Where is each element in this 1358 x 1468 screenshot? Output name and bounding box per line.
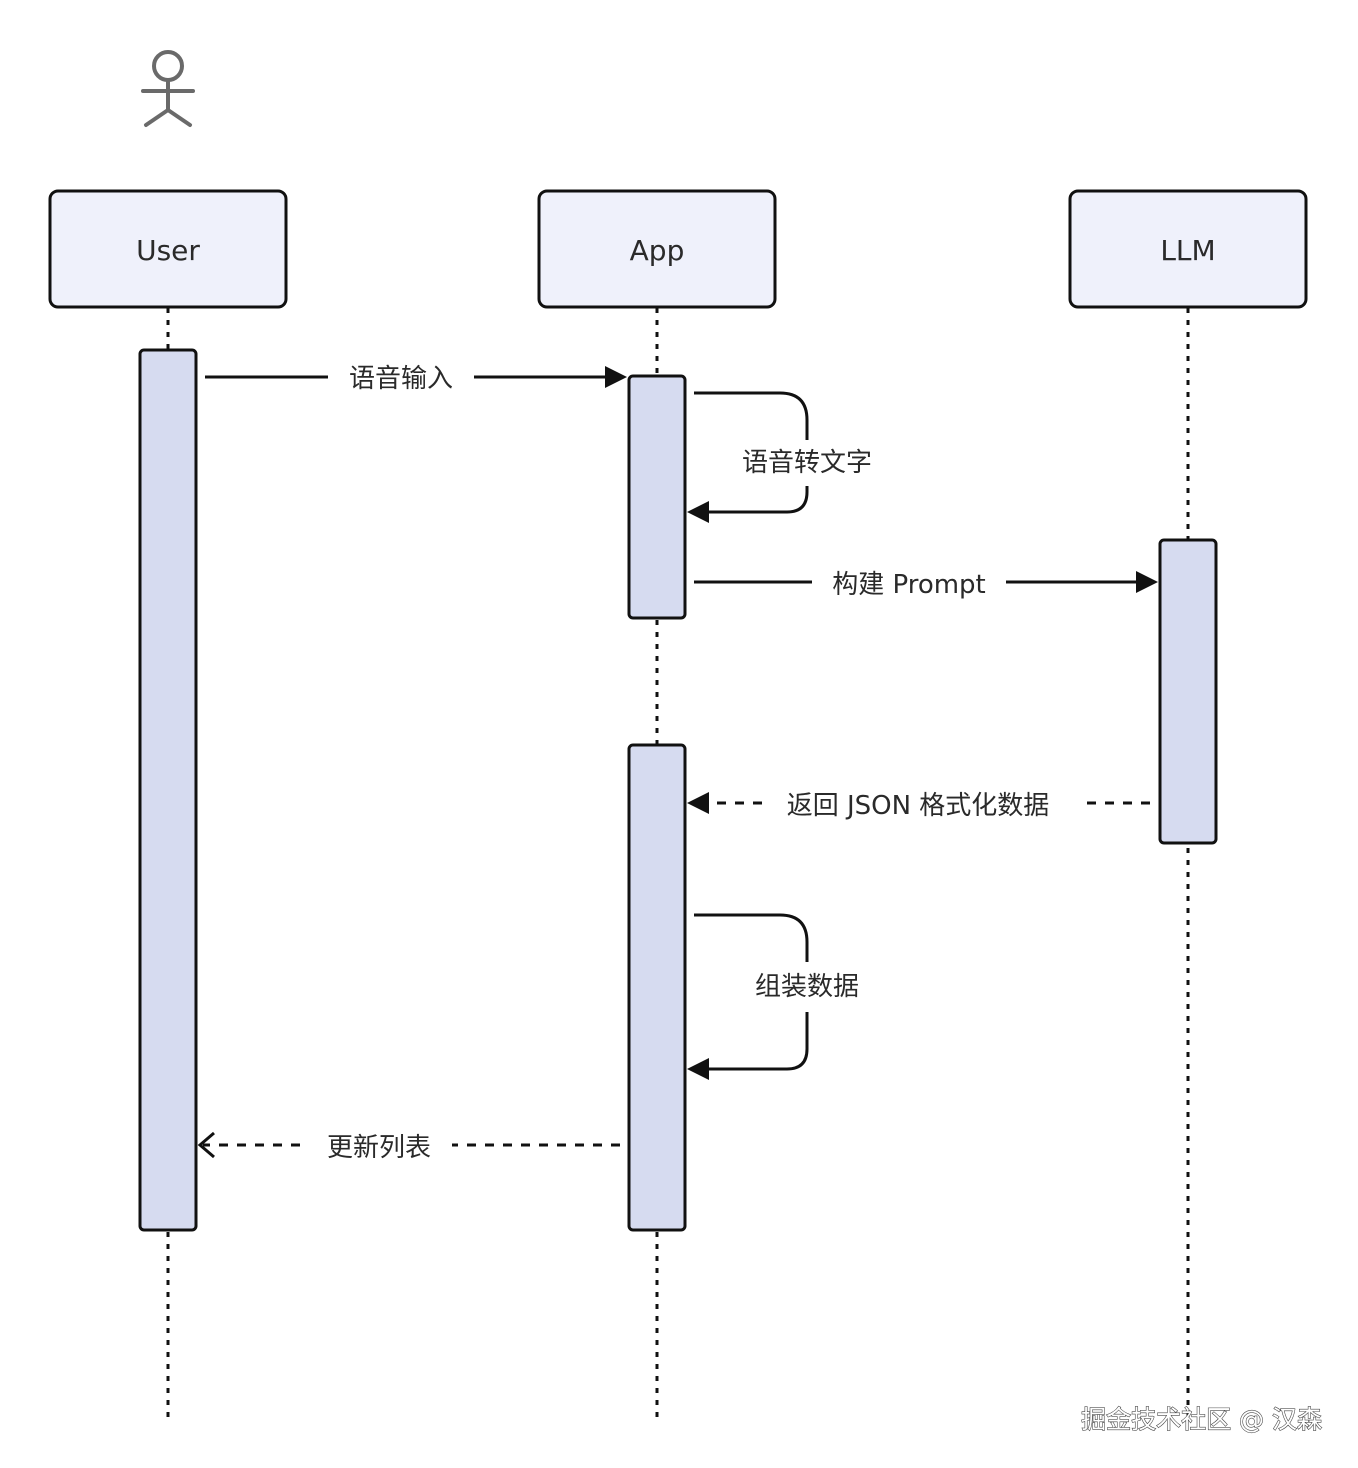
message-label-assemble-data: 组装数据 [755, 972, 859, 1002]
arrowhead-solid [605, 366, 627, 388]
message-label-voice-input: 语音输入 [349, 364, 453, 394]
activation-user [138, 348, 198, 1232]
participant-app: App [537, 189, 777, 309]
message-label-return-json: 返回 JSON 格式化数据 [787, 791, 1050, 821]
activation-llm [1158, 538, 1218, 845]
arrowhead-solid [687, 1058, 709, 1080]
participant-llm: LLM [1068, 189, 1308, 309]
participant-label-user: User [136, 234, 200, 267]
stick-figure-icon [141, 50, 195, 127]
watermark: 掘金技术社区 @ 汉森 [1081, 1405, 1322, 1434]
message-return-json: 返回 JSON 格式化数据 [687, 791, 1150, 821]
arrowhead-solid [687, 792, 709, 814]
participant-label-app: App [630, 234, 685, 267]
message-assemble-data: 组装数据 [687, 913, 859, 1080]
message-build-prompt: 构建 Prompt [694, 570, 1158, 600]
participant-user: User [48, 189, 288, 309]
message-label-build-prompt: 构建 Prompt [832, 570, 986, 600]
message-speech-to-text: 语音转文字 [687, 391, 872, 523]
arrowhead-solid [1136, 571, 1158, 593]
arrowhead-solid [687, 501, 709, 523]
message-update-list: 更新列表 [197, 1131, 620, 1163]
message-voice-input: 语音输入 [205, 364, 627, 394]
activation-app-2 [627, 743, 687, 1232]
arrowhead-open [197, 1131, 215, 1159]
message-label-update-list: 更新列表 [327, 1133, 431, 1163]
activation-app-1 [627, 374, 687, 620]
message-label-speech-to-text: 语音转文字 [742, 448, 872, 478]
participant-label-llm: LLM [1160, 234, 1215, 267]
